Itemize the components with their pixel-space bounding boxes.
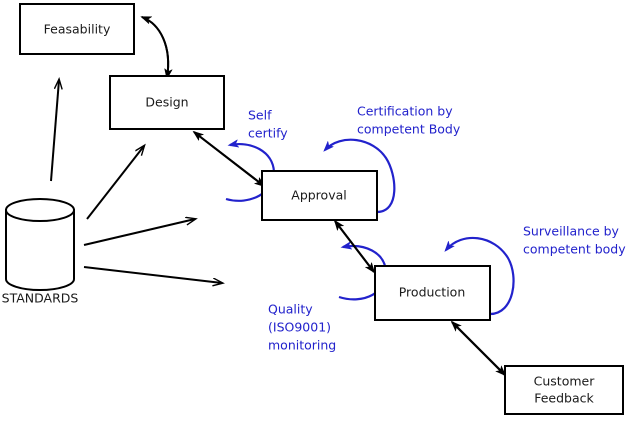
loop-certification <box>325 138 396 214</box>
certification-line2: competent Body <box>357 122 461 137</box>
standards-label: STANDARDS <box>2 291 79 306</box>
node-customer-feedback[interactable]: Customer Feedback <box>504 365 624 415</box>
customer-feedback-box[interactable] <box>504 365 624 415</box>
loop-certification-path <box>325 138 396 214</box>
quality-line2: (ISO9001) <box>268 320 331 335</box>
loop-surveillance-path <box>446 236 515 316</box>
surveillance-line2: competent body <box>523 242 626 257</box>
edge-standards-feasability-path <box>50 80 59 182</box>
edge-standards-production-path <box>83 266 222 283</box>
standards-cylinder-top[interactable] <box>5 198 75 222</box>
edge-design-approval <box>194 132 264 186</box>
edge-approval-production <box>335 221 374 272</box>
feasability-box[interactable] <box>19 3 135 55</box>
edge-standards-to-feasability <box>50 80 59 182</box>
node-approval[interactable]: Approval <box>261 170 378 221</box>
annotation-self-certify: Self certify <box>248 108 288 141</box>
edge-design-feasability-head-down <box>141 16 168 78</box>
edge-design-approval-head-approval <box>193 131 264 186</box>
loop-surveillance <box>446 236 515 316</box>
customer-feedback-label-line2: Feedback <box>534 391 594 406</box>
edge-standards-to-approval <box>83 219 195 246</box>
node-standards-datastore[interactable]: STANDARDS <box>2 198 79 306</box>
quality-line1: Quality <box>268 302 313 317</box>
edge-standards-approval-path <box>83 219 195 246</box>
production-box[interactable] <box>374 265 491 321</box>
surveillance-line1: Surveillance by <box>523 224 620 239</box>
node-production[interactable]: Production <box>374 265 491 321</box>
self-certify-line2: certify <box>248 126 288 141</box>
edge-production-customer-feedback <box>452 322 505 375</box>
edge-approval-production-head-production <box>334 220 374 272</box>
approval-label: Approval <box>291 188 346 203</box>
quality-line3: monitoring <box>268 338 336 353</box>
edge-standards-to-design <box>86 146 144 220</box>
edge-standards-design-path <box>86 146 144 220</box>
annotation-quality-monitoring: Quality (ISO9001) monitoring <box>268 302 336 353</box>
edge-production-feedback-head-feedback <box>451 321 505 375</box>
design-label: Design <box>145 95 188 110</box>
annotation-certification-competent-body: Certification by competent Body <box>357 104 461 137</box>
self-certify-line1: Self <box>248 108 272 123</box>
annotation-surveillance-competent-body: Surveillance by competent body <box>523 224 626 257</box>
node-feasability[interactable]: Feasability <box>19 3 135 55</box>
design-box[interactable] <box>109 75 225 130</box>
certification-line1: Certification by <box>357 104 453 119</box>
feasability-label: Feasability <box>44 22 111 37</box>
edge-standards-to-production <box>83 266 222 283</box>
node-design[interactable]: Design <box>109 75 225 130</box>
standards-cylinder-body[interactable] <box>5 209 75 291</box>
edge-design-to-feasability <box>141 16 168 78</box>
production-label: Production <box>399 285 466 300</box>
approval-box[interactable] <box>261 170 378 221</box>
customer-feedback-label-line1: Customer <box>534 374 596 389</box>
